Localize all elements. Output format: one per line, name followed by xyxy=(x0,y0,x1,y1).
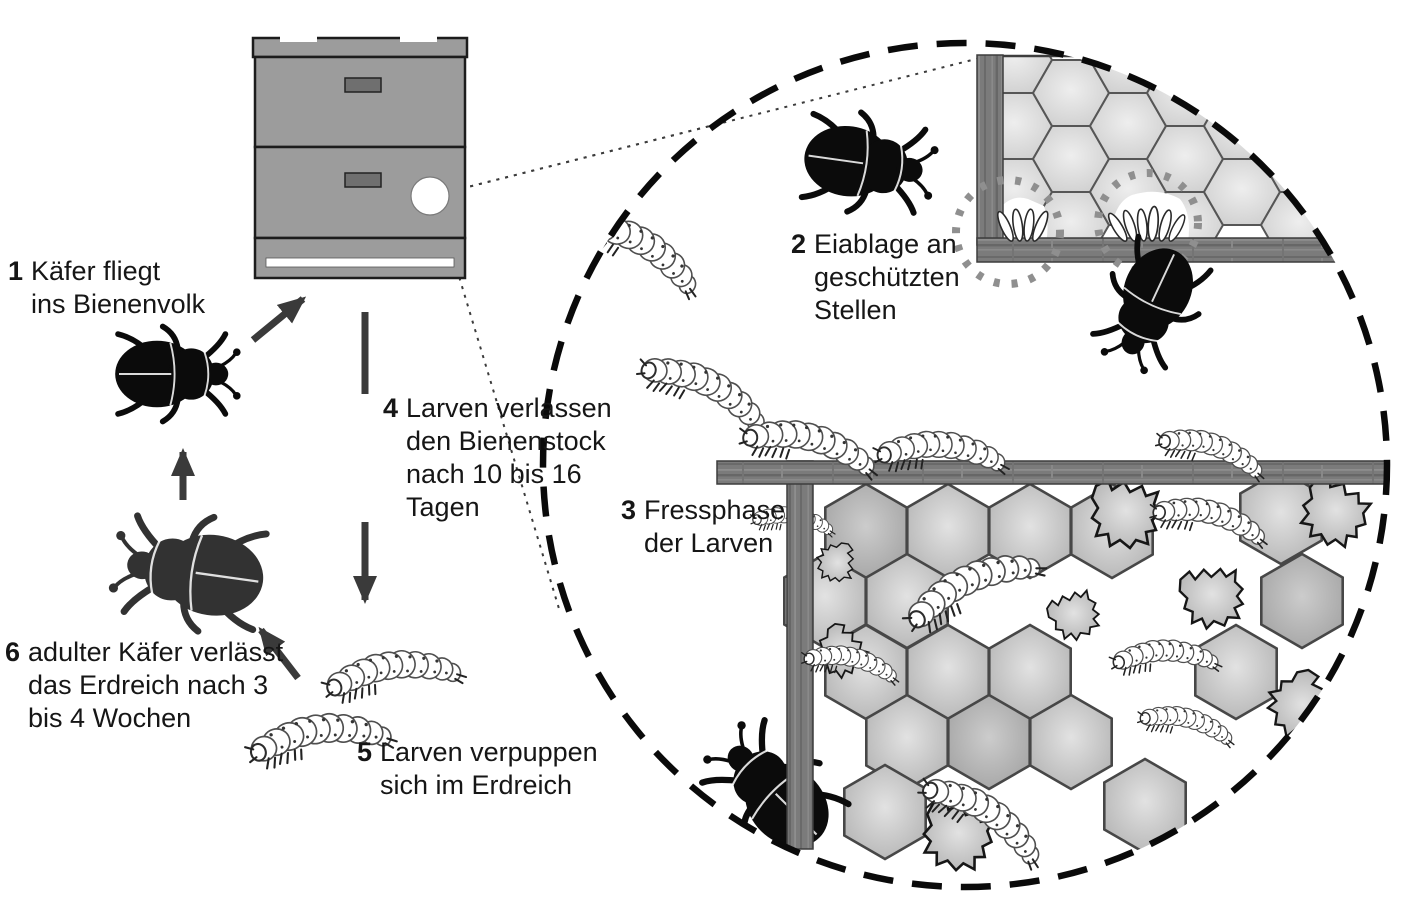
egg-highlight-circle xyxy=(952,176,1064,288)
honeycomb-top xyxy=(952,54,1362,385)
step-text: Larven verpuppen sich im Erdreich xyxy=(380,737,598,800)
step-number: 4 xyxy=(383,393,399,423)
step-label-2: 2 Eiablage an geschützten Stellen xyxy=(791,228,960,327)
step-text: Fressphase der Larven xyxy=(644,495,786,558)
step-label-6: 6 adulter Käfer verlässt das Erdreich na… xyxy=(5,636,283,735)
step-label-4: 4 Larven verlassen den Bienenstock nach … xyxy=(383,392,612,524)
hive-lid-notch xyxy=(280,34,317,42)
egg-highlight-circle xyxy=(1094,169,1202,277)
step-number: 6 xyxy=(5,637,21,667)
hive-upper-box xyxy=(253,55,467,149)
hive-lid-notch xyxy=(400,34,437,42)
step-label-5: 5 Larven verpuppen sich im Erdreich xyxy=(357,736,598,802)
step-number: 3 xyxy=(621,495,637,525)
arrow-beetle-to-hive xyxy=(250,296,307,343)
beehive xyxy=(251,34,469,280)
honeycomb-cell xyxy=(1317,158,1362,226)
larva-icon xyxy=(317,632,469,720)
hive-handle xyxy=(344,77,382,93)
wooden-top-bar xyxy=(716,460,1387,485)
step-label-1: 1 Käfer fliegt ins Bienenvolk xyxy=(8,255,205,321)
hive-handle xyxy=(344,172,382,188)
hive-entrance-slit xyxy=(265,257,455,268)
honeycomb-cell xyxy=(1203,55,1281,94)
magnifier-connector-line-inner xyxy=(443,57,981,194)
step-text: Larven verlassen den Bienenstock nach 10… xyxy=(406,393,612,522)
magnifier-content xyxy=(561,54,1387,875)
step-text: Käfer fliegt ins Bienenvolk xyxy=(31,256,206,319)
arrow-larvae-to-beetle xyxy=(258,626,301,681)
beetle-icon xyxy=(105,504,271,639)
step-label-3: 3 Fressphase der Larven xyxy=(621,494,785,560)
step-number: 5 xyxy=(357,737,373,767)
cycle-arrows xyxy=(171,296,377,681)
step-number: 2 xyxy=(791,229,807,259)
step-text: Eiablage an geschützten Stellen xyxy=(814,229,960,325)
step-text: adulter Käfer verlässt das Erdreich nach… xyxy=(28,637,284,733)
hive-entrance-hole xyxy=(410,176,450,216)
honeycomb-cell xyxy=(1317,92,1362,160)
honeycomb-main xyxy=(684,460,1387,875)
magnifier-circle-outline xyxy=(539,39,1391,891)
step-number: 1 xyxy=(8,256,24,286)
beetle-icon xyxy=(115,327,240,422)
honeycomb-cell xyxy=(1260,59,1338,127)
